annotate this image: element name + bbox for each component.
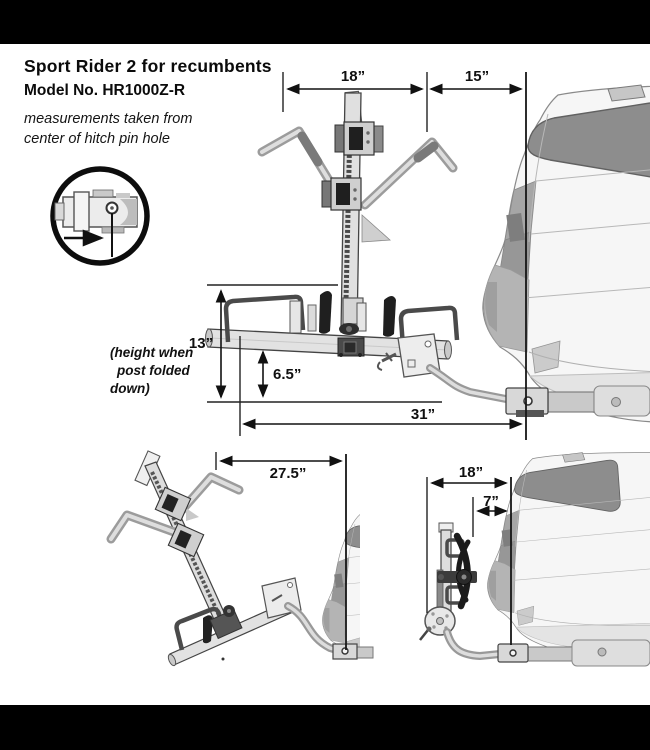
product-title: Sport Rider 2 for recumbents (24, 56, 272, 76)
measurement-note: measurements taken from center of hitch … (24, 109, 272, 149)
bike-hook-left (257, 126, 349, 210)
folded-pivot-plate (419, 606, 456, 641)
ratchet-box-lower (321, 177, 362, 211)
dim-folded-depth-18in: 18” (426, 464, 508, 613)
folded-hitch-arm (443, 628, 504, 661)
tilted-back-view: 27.5” (106, 450, 374, 667)
hitch-arm (426, 364, 510, 403)
bike-hook-right (360, 137, 458, 210)
dim-rack-to-car-15in: 15” (429, 68, 523, 95)
rack-beam (205, 328, 452, 360)
tilted-hitch-receiver (332, 643, 374, 660)
dim-label-15in: 15” (465, 68, 489, 85)
dim-overall-length-31in: 31” (239, 336, 523, 436)
dim-label-7in: 7” (483, 493, 499, 510)
wheel-strap-left (319, 291, 332, 334)
dim-wheel-to-car-7in: 7” (472, 493, 508, 537)
dim-label-27p5in: 27.5” (270, 465, 307, 482)
main-side-view: 18” 15” 13” 6.5” 31” (189, 68, 650, 440)
letterbox-bar-bottom (0, 705, 650, 750)
tilted-hook-right (177, 472, 244, 515)
tilted-ratchet-box-upper (154, 486, 192, 522)
letterbox-bar-top (0, 0, 650, 44)
hitch-receiver (505, 385, 650, 417)
height-when-folded-note: (height when post folded down) (110, 344, 193, 397)
height-note-line1: (height when (110, 345, 194, 360)
dim-tilted-length-27p5in: 27.5” (215, 452, 343, 482)
dim-hook-span-18in: 18” (282, 68, 428, 132)
car-rear-main (482, 84, 650, 423)
height-note-line3: down) (110, 380, 150, 396)
title-block: Sport Rider 2 for recumbents Model No. H… (24, 56, 272, 149)
ratchet-box-upper (334, 121, 384, 156)
tilted-hook-left (106, 510, 179, 544)
tilted-center-clamp (209, 605, 243, 640)
car-rear-folded-view (487, 452, 650, 656)
model-number: Model No. HR1000Z-R (24, 82, 186, 99)
folded-hitch-receiver (497, 639, 650, 667)
inset-flange (73, 191, 90, 232)
measurement-note-line1: measurements taken from (24, 111, 193, 127)
dim-folded-height-13in: 13” (189, 284, 442, 403)
tilted-wheel-hoop (174, 606, 227, 651)
dim-label-18in-folded: 18” (459, 464, 483, 481)
dim-label-13in: 13” (189, 335, 213, 352)
hitch-pin-detail-inset (50, 166, 150, 266)
dim-label-18in-top: 18” (341, 68, 365, 85)
mast-gusset (361, 214, 391, 243)
tray-post-left (289, 300, 302, 334)
center-clamp (337, 323, 365, 357)
tilted-ratchet-box-lower (167, 522, 205, 558)
dim-label-31in: 31” (411, 406, 435, 423)
folded-rack (436, 522, 477, 629)
height-note-line2: post folded (117, 362, 190, 378)
wheel-hoop-right (398, 305, 460, 348)
dim-tray-height-6p5in: 6.5” (257, 350, 301, 398)
folded-up-view: 18” 7” (419, 452, 650, 667)
dim-label-6p5in: 6.5” (273, 366, 301, 383)
wheel-strap-right (383, 296, 396, 337)
tilted-hitch-arm (284, 602, 341, 654)
measurement-note-line2: center of hitch pin hole (24, 131, 170, 147)
